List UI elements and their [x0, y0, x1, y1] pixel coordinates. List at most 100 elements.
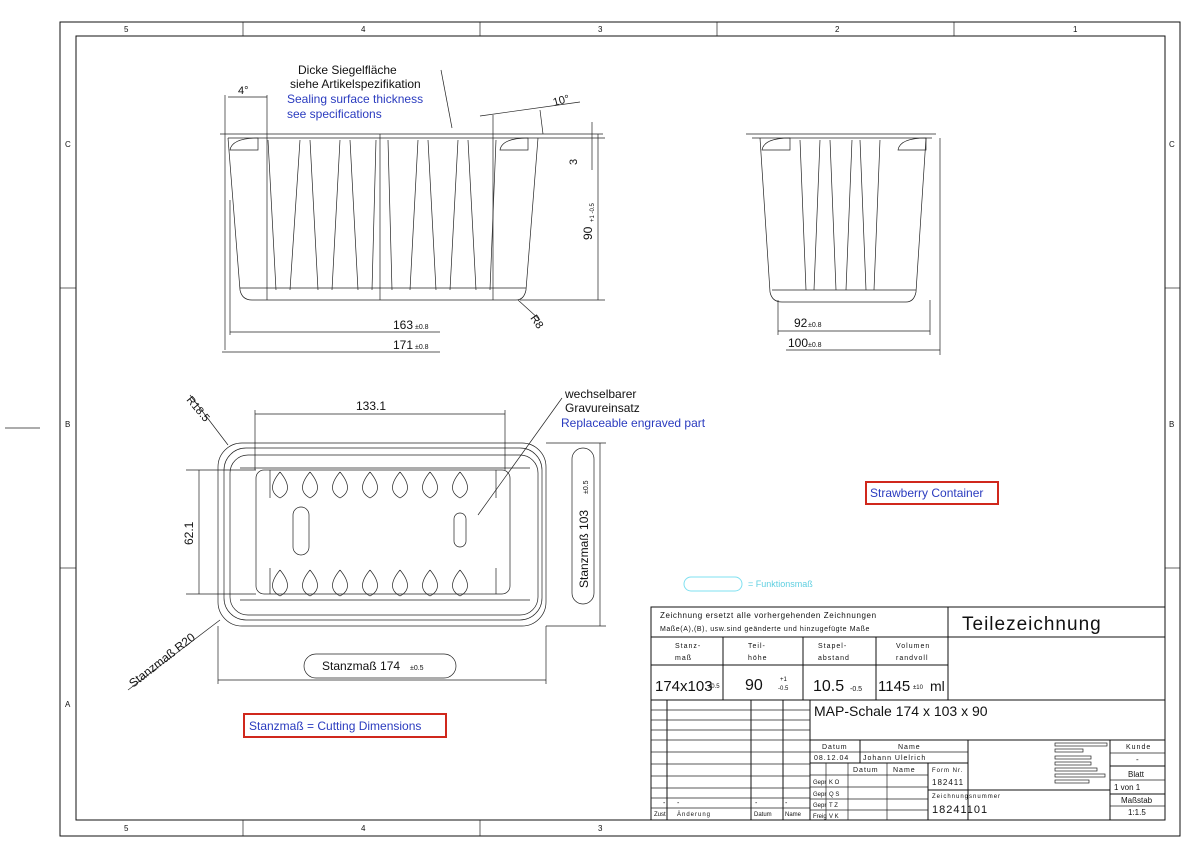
- dim-height-tol: +1 -0.5: [590, 202, 596, 222]
- radius-r18-label: R18.5: [184, 394, 212, 424]
- header-teilhoehe-1: Teil-: [748, 643, 766, 650]
- header-volumen-2: randvoll: [896, 655, 929, 662]
- seal-note-en-2: see specifications: [287, 107, 382, 121]
- engraving-note-de-2: Gravureinsatz: [565, 401, 640, 415]
- cutting-dimensions-label: Stanzmaß = Cutting Dimensions: [249, 719, 421, 733]
- stanz-174-tol: ±0.5: [410, 665, 424, 672]
- angle-4-label: 4°: [238, 85, 249, 97]
- stanz-103-tol: ±0.5: [583, 480, 590, 494]
- stanz-174-label: Stanzmaß 174: [322, 659, 400, 673]
- drawing-no-value: 18241101: [932, 804, 988, 816]
- zone-label: 3: [598, 25, 603, 34]
- end-view: 92 ±0.8 100 ±0.8: [746, 133, 941, 355]
- teilhoehe-value: 90: [745, 677, 763, 694]
- dim-100-tol: ±0.8: [808, 342, 822, 349]
- approval-dept: V K: [829, 814, 839, 820]
- seal-note-de-2: siehe Artikelspezifikation: [290, 77, 421, 91]
- stapelabstand-value: 10.5: [813, 678, 844, 695]
- stanzmass-tol: ±0.5: [708, 684, 720, 690]
- side-view: Dicke Siegelfläche siehe Artikelspezifik…: [220, 63, 605, 353]
- rev-row-value: -: [785, 800, 788, 807]
- product-name-label: Strawberry Container: [870, 486, 983, 500]
- funktionsmass-legend-label: = Funktionsmaß: [748, 579, 813, 589]
- approval-role: Gepr: [813, 792, 826, 798]
- dim-163-label: 163: [393, 318, 413, 332]
- dim-171-label: 171: [393, 338, 413, 352]
- seal-note-en-1: Sealing surface thickness: [287, 92, 423, 106]
- zone-label: C: [1169, 140, 1175, 149]
- name-label: Name: [898, 744, 921, 751]
- rev-header-name: Name: [785, 812, 802, 818]
- outer-frame: [59, 21, 1181, 837]
- dim-100-label: 100: [788, 336, 808, 350]
- part-name: MAP-Schale 174 x 103 x 90: [814, 703, 988, 719]
- dim-133-label: 133.1: [356, 399, 386, 413]
- volumen-unit: ml: [930, 678, 945, 694]
- date-value: 08.12.04: [814, 755, 849, 762]
- dim-3-label: 3: [568, 159, 580, 165]
- supersede-note: Zeichnung ersetzt alle vorhergehenden Ze…: [660, 611, 877, 620]
- drawing-no-label: Zeichnungsnummer: [932, 794, 1001, 800]
- rev-row-value: -: [663, 800, 666, 807]
- title-block: Zeichnung ersetzt alle vorhergehenden Ze…: [650, 606, 1166, 821]
- dim-92-tol: ±0.8: [808, 322, 822, 329]
- blatt-label: Blatt: [1128, 770, 1145, 779]
- cutting-dimensions-box: [243, 713, 447, 738]
- volumen-tol: ±10: [913, 685, 924, 691]
- zone-label: 5: [124, 25, 129, 34]
- zone-label: 5: [124, 824, 129, 833]
- scale-value: 1:1.5: [1128, 808, 1146, 817]
- zone-label: B: [65, 420, 70, 429]
- approval-dept: Q S: [829, 792, 839, 798]
- form-no-value: 182411: [932, 778, 964, 787]
- plan-view: R18.5 133.1 62.1 wechselbarer Gravureins…: [126, 387, 706, 690]
- angle-10-label: 10°: [552, 93, 571, 109]
- rev-row-value: -: [677, 800, 680, 807]
- dim-62-label: 62.1: [182, 521, 196, 545]
- changes-note: Maße(A),(B), usw.sind geänderte und hinz…: [660, 626, 870, 633]
- drawing-type: Teilezeichnung: [962, 614, 1102, 635]
- approval-role: Gepr: [813, 803, 826, 809]
- header-volumen-1: Volumen: [896, 643, 930, 650]
- stanzmass-value: 174x103: [655, 678, 713, 695]
- zone-label: 1: [1073, 25, 1078, 34]
- header-stanzmass-1: Stanz-: [675, 643, 701, 650]
- rev-header-datum: Datum: [754, 812, 772, 818]
- rev-header-zust: Zust: [654, 812, 666, 818]
- form-no-label: Form Nr.: [932, 768, 963, 774]
- approval-name-label: Name: [893, 767, 916, 774]
- volumen-value: 1145: [878, 678, 910, 695]
- stanz-103-label: Stanzmaß 103: [577, 510, 591, 588]
- datum-label: Datum: [822, 744, 848, 751]
- engraving-note-de-1: wechselbarer: [564, 387, 636, 401]
- approval-role: Freig: [813, 814, 827, 820]
- rev-header-aenderung: Änderung: [677, 811, 711, 818]
- header-teilhoehe-2: höhe: [748, 655, 768, 662]
- product-name-box: [865, 481, 999, 505]
- rev-row-value: -: [755, 800, 758, 807]
- approval-datum-label: Datum: [853, 767, 879, 774]
- dim-163-tol: ±0.8: [415, 324, 429, 331]
- zone-label: C: [65, 140, 71, 149]
- approval-role: Gepr: [813, 780, 826, 786]
- scale-label: Maßstab: [1121, 796, 1153, 805]
- dim-92-label: 92: [794, 316, 808, 330]
- zone-ticks: [5, 22, 1180, 836]
- zone-label: 2: [835, 25, 840, 34]
- kunde-label: Kunde: [1126, 744, 1151, 751]
- blatt-value: 1 von 1: [1114, 783, 1141, 792]
- funktionsmass-legend-swatch: [683, 576, 743, 592]
- radius-r8-label: R8: [528, 313, 546, 331]
- dim-height-label: 90: [581, 226, 595, 240]
- kunde-value: -: [1136, 755, 1139, 764]
- author-value: Johann Ulelrich: [863, 755, 926, 762]
- stapelabstand-tol: -0.5: [850, 686, 862, 693]
- dim-171-tol: ±0.8: [415, 344, 429, 351]
- header-stanzmass-2: maß: [675, 655, 692, 662]
- approval-dept: K O: [829, 780, 840, 786]
- seal-note-de-1: Dicke Siegelfläche: [298, 63, 397, 77]
- teilhoehe-tol-up: +1: [780, 677, 788, 683]
- zone-label: 4: [361, 25, 366, 34]
- header-stapel-2: abstand: [818, 655, 850, 662]
